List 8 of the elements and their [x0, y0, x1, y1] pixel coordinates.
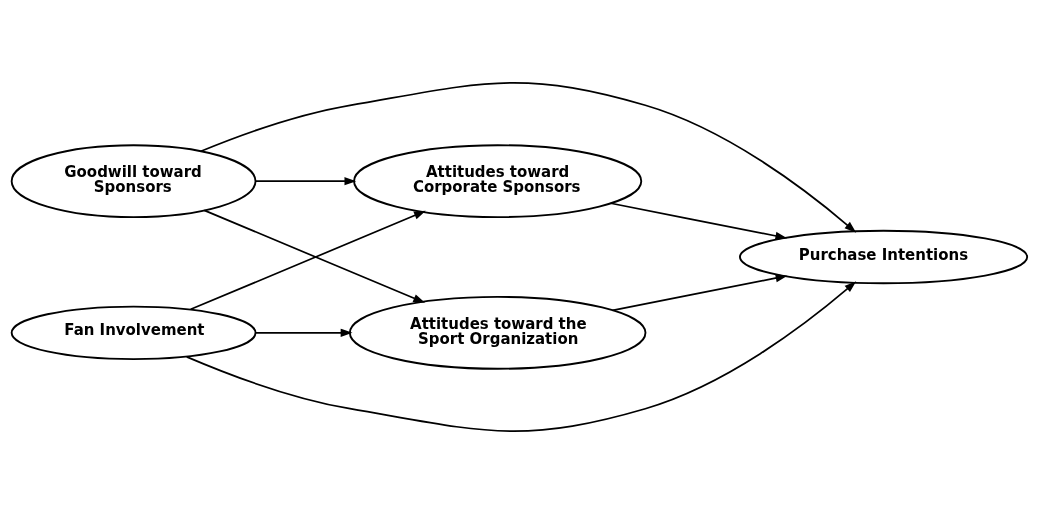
arrow [185, 280, 857, 432]
arrow [609, 201, 788, 240]
node-ellipse: Goodwill toward Sponsors [10, 143, 257, 218]
node-ellipse: Fan Involvement [10, 305, 257, 360]
arrow [254, 328, 353, 337]
arrow [254, 176, 357, 185]
arrow [200, 81, 857, 233]
arrow [611, 273, 788, 311]
